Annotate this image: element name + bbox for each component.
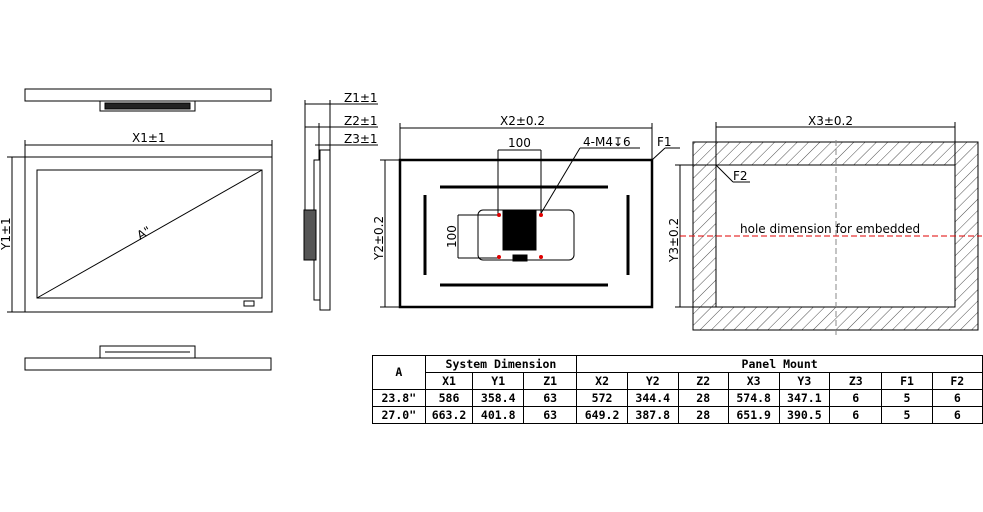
y2-label: Y2±0.2: [372, 216, 386, 261]
header-a: A: [372, 355, 426, 390]
value-cell: 347.1: [778, 389, 831, 407]
column-header-y1: Y1: [472, 372, 525, 390]
vesa-horizontal-label: 100: [508, 136, 531, 150]
header-panel-mount: Panel Mount: [576, 355, 983, 373]
value-cell: 574.8: [727, 389, 780, 407]
value-cell: 63: [523, 389, 578, 407]
diagonal-label: A": [135, 224, 154, 243]
value-cell: 572: [576, 389, 628, 407]
value-cell: 401.8: [472, 406, 525, 424]
column-header-x1: X1: [424, 372, 474, 390]
column-header-z3: Z3: [829, 372, 883, 390]
side-view: [303, 100, 378, 311]
column-header-z1: Z1: [523, 372, 578, 390]
top-view: [24, 88, 272, 112]
column-header-f2: F2: [931, 372, 983, 390]
bottom-view: [24, 345, 272, 371]
x3-label: X3±0.2: [808, 114, 853, 128]
x2-label: X2±0.2: [500, 114, 545, 128]
size-cell: 27.0": [372, 406, 426, 424]
vesa-holes: [497, 213, 543, 259]
vesa-vertical-label: 100: [445, 225, 459, 248]
value-cell: 6: [829, 389, 883, 407]
back-view: [380, 123, 680, 309]
value-cell: 390.5: [778, 406, 831, 424]
value-cell: 63: [523, 406, 578, 424]
header-system-dimension: System Dimension: [424, 355, 578, 373]
z2-label: Z2±1: [344, 114, 378, 128]
value-cell: 586: [424, 389, 474, 407]
z1-label: Z1±1: [344, 91, 378, 105]
value-cell: 28: [677, 406, 729, 424]
value-cell: 28: [677, 389, 729, 407]
value-cell: 387.8: [626, 406, 679, 424]
value-cell: 5: [881, 389, 933, 407]
value-cell: 6: [931, 389, 983, 407]
column-header-z2: Z2: [677, 372, 729, 390]
f1-label: F1: [657, 135, 672, 149]
column-header-x2: X2: [576, 372, 628, 390]
size-cell: 23.8": [372, 389, 426, 407]
value-cell: 651.9: [727, 406, 780, 424]
value-cell: 358.4: [472, 389, 525, 407]
value-cell: 6: [829, 406, 883, 424]
value-cell: 663.2: [424, 406, 474, 424]
screw-spec-label: 4-M4↧6: [583, 135, 631, 149]
z3-label: Z3±1: [344, 132, 378, 146]
hole-dimension-note: hole dimension for embedded: [740, 222, 920, 236]
value-cell: 6: [931, 406, 983, 424]
y1-label: Y1±1: [0, 217, 13, 251]
column-header-x3: X3: [727, 372, 780, 390]
value-cell: 649.2: [576, 406, 628, 424]
value-cell: 5: [881, 406, 933, 424]
panel-cutout: [675, 122, 982, 335]
x1-label: X1±1: [132, 131, 166, 145]
column-header-y3: Y3: [778, 372, 831, 390]
column-header-f1: F1: [881, 372, 933, 390]
front-view: [7, 140, 273, 313]
value-cell: 344.4: [626, 389, 679, 407]
y3-label: Y3±0.2: [667, 218, 681, 263]
column-header-y2: Y2: [626, 372, 679, 390]
f2-label: F2: [733, 169, 748, 183]
